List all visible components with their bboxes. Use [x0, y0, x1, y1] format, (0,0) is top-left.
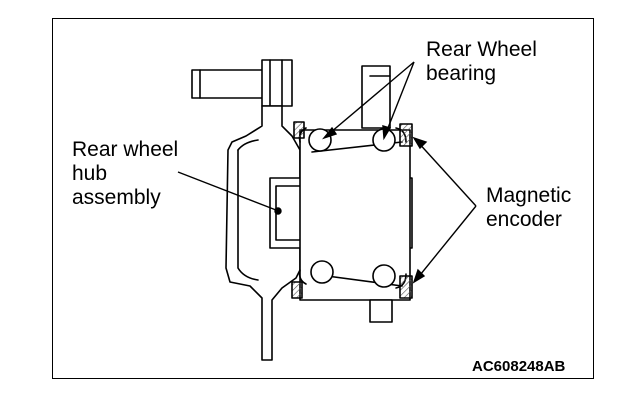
encoder-lower [399, 275, 413, 299]
figure-code: AC608248AB [472, 358, 566, 375]
outer-race [299, 129, 411, 301]
label-line: Rear Wheel [426, 38, 537, 61]
label-line: hub [72, 162, 108, 185]
label-rear-wheel-bearing: Rear Wheel bearing [426, 38, 537, 86]
figure-frame [52, 18, 594, 379]
label-line: Rear wheel [72, 138, 179, 161]
bearing-ball-lower-right [372, 264, 396, 288]
label-line: bearing [426, 62, 497, 85]
wheel-stud [191, 59, 293, 107]
label-line: encoder [486, 208, 562, 231]
label-line: assembly [72, 186, 161, 209]
bearing-ball-lower-left [310, 260, 334, 284]
label-line: Magnetic [486, 184, 572, 207]
bearing-ball-upper-left [308, 128, 332, 152]
encoder-upper [399, 123, 413, 147]
label-rear-wheel-hub-assembly: Rear wheel hub assembly [72, 138, 178, 210]
label-magnetic-encoder: Magnetic encoder [486, 184, 571, 232]
